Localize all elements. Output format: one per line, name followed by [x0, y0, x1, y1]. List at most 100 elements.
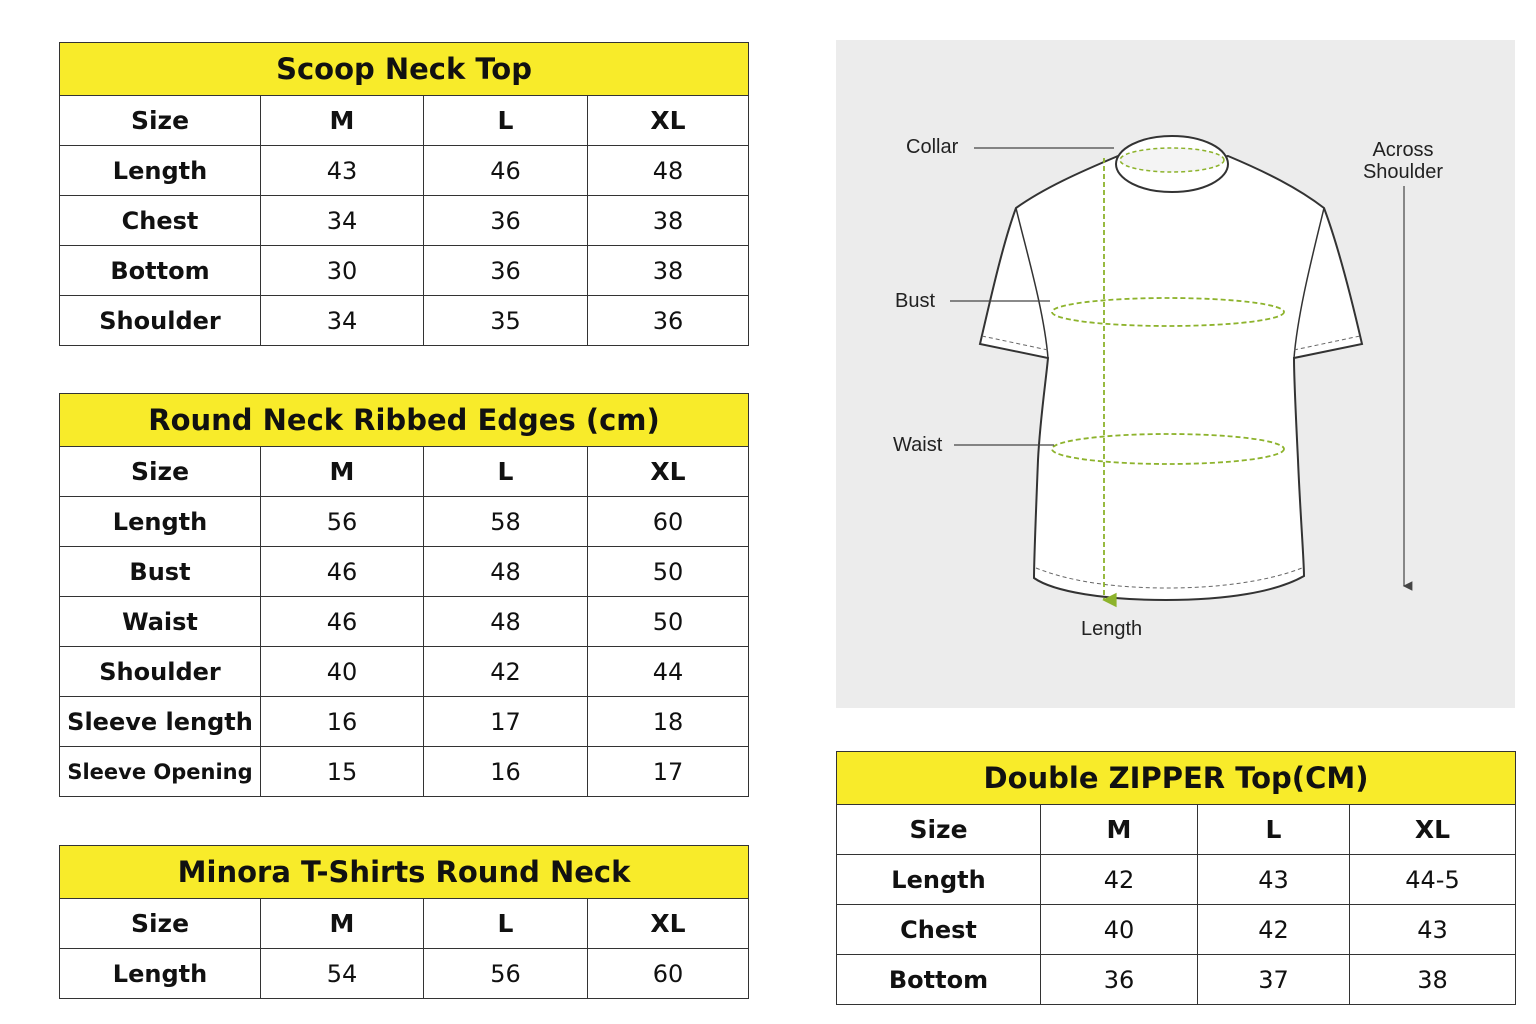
cell-m: 36	[1040, 954, 1198, 1005]
cell-m: 16	[260, 696, 424, 747]
left-sleeve-hem	[981, 335, 1049, 351]
header-xl: XL	[587, 446, 749, 497]
cell-m: 54	[260, 948, 424, 999]
cell-l: 43	[1197, 854, 1350, 905]
collar-label: Collar	[906, 136, 959, 158]
bottom-hem	[1035, 567, 1303, 589]
table-row: Bust 46 48 50	[59, 546, 749, 597]
header-size: Size	[59, 446, 261, 497]
table-row: Chest 40 42 43	[836, 904, 1516, 955]
table-row: Sleeve Opening 15 16 17	[59, 746, 749, 797]
cell-xl: 38	[1349, 954, 1516, 1005]
header-xl: XL	[1349, 804, 1516, 855]
left-sleeve-seam	[1015, 207, 1049, 359]
table-row: Length 56 58 60	[59, 496, 749, 547]
cell-xl: 18	[587, 696, 749, 747]
length-label: Length	[1081, 618, 1143, 640]
header-xl: XL	[586, 898, 750, 949]
header-size: Size	[59, 898, 261, 949]
row-label: Shoulder	[59, 646, 261, 697]
row-label: Length	[59, 948, 261, 999]
row-label: Chest	[836, 904, 1041, 955]
header-m: M	[260, 95, 424, 146]
round-neck-ribbed-size-table: Round Neck Ribbed Edges (cm) Size M L XL…	[59, 393, 749, 797]
bust-guide	[1051, 297, 1285, 327]
cell-xl: 50	[587, 596, 749, 647]
waist-guide	[1051, 433, 1285, 465]
row-label: Length	[59, 496, 261, 547]
cell-xl: 38	[586, 245, 750, 296]
table-row: Length 43 46 48	[59, 145, 750, 196]
waist-label: Waist	[893, 434, 943, 456]
row-label: Bottom	[59, 245, 261, 296]
cell-xl: 44	[587, 646, 749, 697]
tshirt-icon	[950, 135, 1413, 608]
header-l: L	[423, 898, 588, 949]
header-l: L	[423, 95, 588, 146]
cell-m: 43	[260, 145, 424, 196]
right-sleeve-seam	[1293, 207, 1325, 359]
scoop-neck-size-table: Scoop Neck Top Size M L XL Length 43 46 …	[58, 42, 750, 346]
row-label: Length	[59, 145, 261, 196]
cell-l: 35	[423, 295, 588, 346]
cell-l: 58	[423, 496, 588, 547]
cell-l: 42	[1197, 904, 1350, 955]
cell-m: 40	[260, 646, 424, 697]
header-xl: XL	[586, 95, 750, 146]
cell-xl: 48	[586, 145, 750, 196]
table-title: Double ZIPPER Top(CM)	[836, 751, 1516, 805]
header-row: Size M L XL	[59, 446, 749, 497]
cell-xl: 60	[586, 948, 750, 999]
cell-l: 37	[1197, 954, 1350, 1005]
cell-xl: 38	[586, 195, 750, 246]
cell-m: 46	[260, 596, 424, 647]
row-label: Waist	[59, 596, 261, 647]
cell-l: 36	[423, 195, 588, 246]
cell-l: 48	[423, 596, 588, 647]
header-row: Size M L XL	[59, 95, 750, 146]
cell-m: 30	[260, 245, 424, 296]
header-row: Size M L XL	[836, 804, 1516, 855]
cell-l: 48	[423, 546, 588, 597]
table-row: Bottom 36 37 38	[836, 954, 1516, 1005]
cell-m: 15	[260, 746, 424, 797]
header-m: M	[260, 898, 424, 949]
header-l: L	[1197, 804, 1350, 855]
header-m: M	[1040, 804, 1198, 855]
cell-l: 17	[423, 696, 588, 747]
header-size: Size	[836, 804, 1041, 855]
table-row: Waist 46 48 50	[59, 596, 749, 647]
cell-xl: 44-5	[1349, 854, 1516, 905]
table-row: Shoulder 40 42 44	[59, 646, 749, 697]
minora-tshirt-size-table: Minora T-Shirts Round Neck Size M L XL L…	[58, 845, 750, 999]
cell-xl: 50	[587, 546, 749, 597]
right-sleeve-hem	[1293, 335, 1361, 351]
row-label: Bottom	[836, 954, 1041, 1005]
header-m: M	[260, 446, 424, 497]
table-row: Chest 34 36 38	[59, 195, 750, 246]
row-label: Bust	[59, 546, 261, 597]
across-label-line1: Across	[1372, 139, 1434, 161]
table-row: Shoulder 34 35 36	[59, 295, 750, 346]
table-title: Round Neck Ribbed Edges (cm)	[59, 393, 749, 447]
row-label: Sleeve Opening	[59, 746, 261, 797]
table-title: Minora T-Shirts Round Neck	[58, 845, 750, 899]
cell-l: 42	[423, 646, 588, 697]
cell-m: 34	[260, 295, 424, 346]
cell-l: 56	[423, 948, 588, 999]
tshirt-outline	[978, 154, 1364, 602]
table-title: Scoop Neck Top	[58, 42, 750, 96]
table-row: Length 42 43 44-5	[836, 854, 1516, 905]
across-label-line2: Shoulder	[1362, 161, 1444, 183]
cell-xl: 43	[1349, 904, 1516, 955]
cell-m: 40	[1040, 904, 1198, 955]
table-row: Sleeve length 16 17 18	[59, 696, 749, 747]
cell-l: 16	[423, 746, 588, 797]
cell-xl: 17	[587, 746, 749, 797]
cell-m: 34	[260, 195, 424, 246]
collar-inner	[1119, 147, 1225, 173]
cell-m: 46	[260, 546, 424, 597]
header-l: L	[423, 446, 588, 497]
cell-xl: 36	[586, 295, 750, 346]
table-row: Length 54 56 60	[59, 948, 750, 999]
